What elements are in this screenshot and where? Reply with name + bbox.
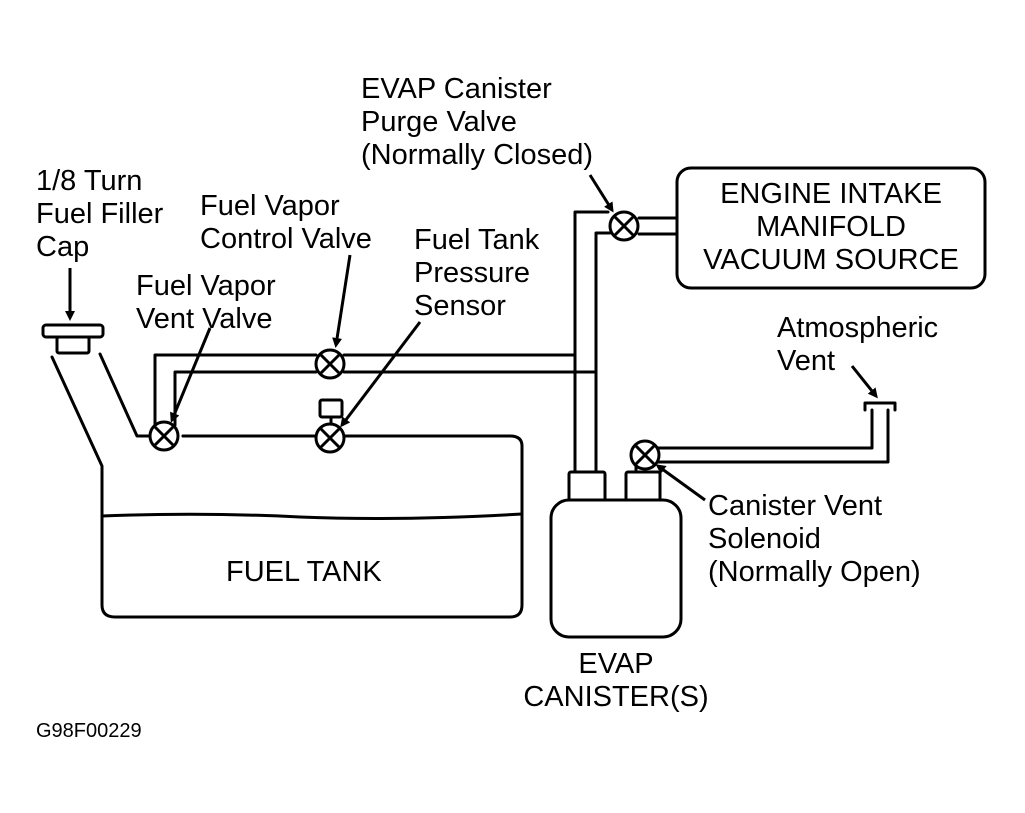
arrow-atmospheric-vent (850, 365, 878, 399)
label-vapor-vent-valve: Fuel Vapor Vent Valve (136, 270, 276, 335)
figure-code: G98F00229 (36, 720, 142, 742)
filler-neck (98, 352, 152, 438)
arrow-purge-valve (588, 174, 614, 213)
intake-manifold-box (675, 166, 987, 290)
arrow-vapor-control (332, 254, 352, 348)
label-filler-cap: 1/8 Turn Fuel Filler Cap (36, 165, 164, 263)
fuel-tank-outline (50, 355, 524, 619)
pressure-sensor-body (318, 398, 344, 424)
canister-vent-solenoid-icon (629, 439, 661, 471)
purge-valve-icon (608, 210, 640, 242)
pressure-sensor-valve-icon (314, 422, 346, 454)
arrow-vapor-vent (170, 327, 212, 423)
arrow-pressure-sensor (340, 321, 422, 428)
filler-cap (41, 323, 105, 355)
vapor-vent-valve-icon (148, 420, 180, 452)
vent-cap (863, 401, 897, 412)
canister-purge-lines (573, 353, 598, 474)
label-tank-pressure-sensor: Fuel Tank Pressure Sensor (414, 224, 540, 322)
label-evap-canister: EVAP CANISTER(S) (523, 648, 709, 713)
vapor-control-valve-icon (314, 348, 346, 380)
manifold-line (637, 216, 679, 236)
vent-line (656, 408, 890, 464)
evap-canister (549, 470, 683, 639)
fuel-level-line (100, 512, 524, 520)
vapor-line-outer (153, 210, 610, 427)
label-atmospheric-vent: Atmospheric Vent (777, 312, 939, 377)
label-vapor-control-valve: Fuel Vapor Control Valve (200, 190, 372, 255)
label-purge-valve: EVAP Canister Purge Valve (Normally Clos… (361, 73, 594, 171)
arrow-vent-solenoid (655, 464, 706, 502)
label-fuel-tank: FUEL TANK (226, 556, 382, 588)
label-intake-manifold: ENGINE INTAKE MANIFOLD VACUUM SOURCE (703, 178, 959, 276)
vapor-line-inner (173, 231, 612, 427)
label-canister-vent-solenoid: Canister Vent Solenoid (Normally Open) (708, 490, 921, 588)
